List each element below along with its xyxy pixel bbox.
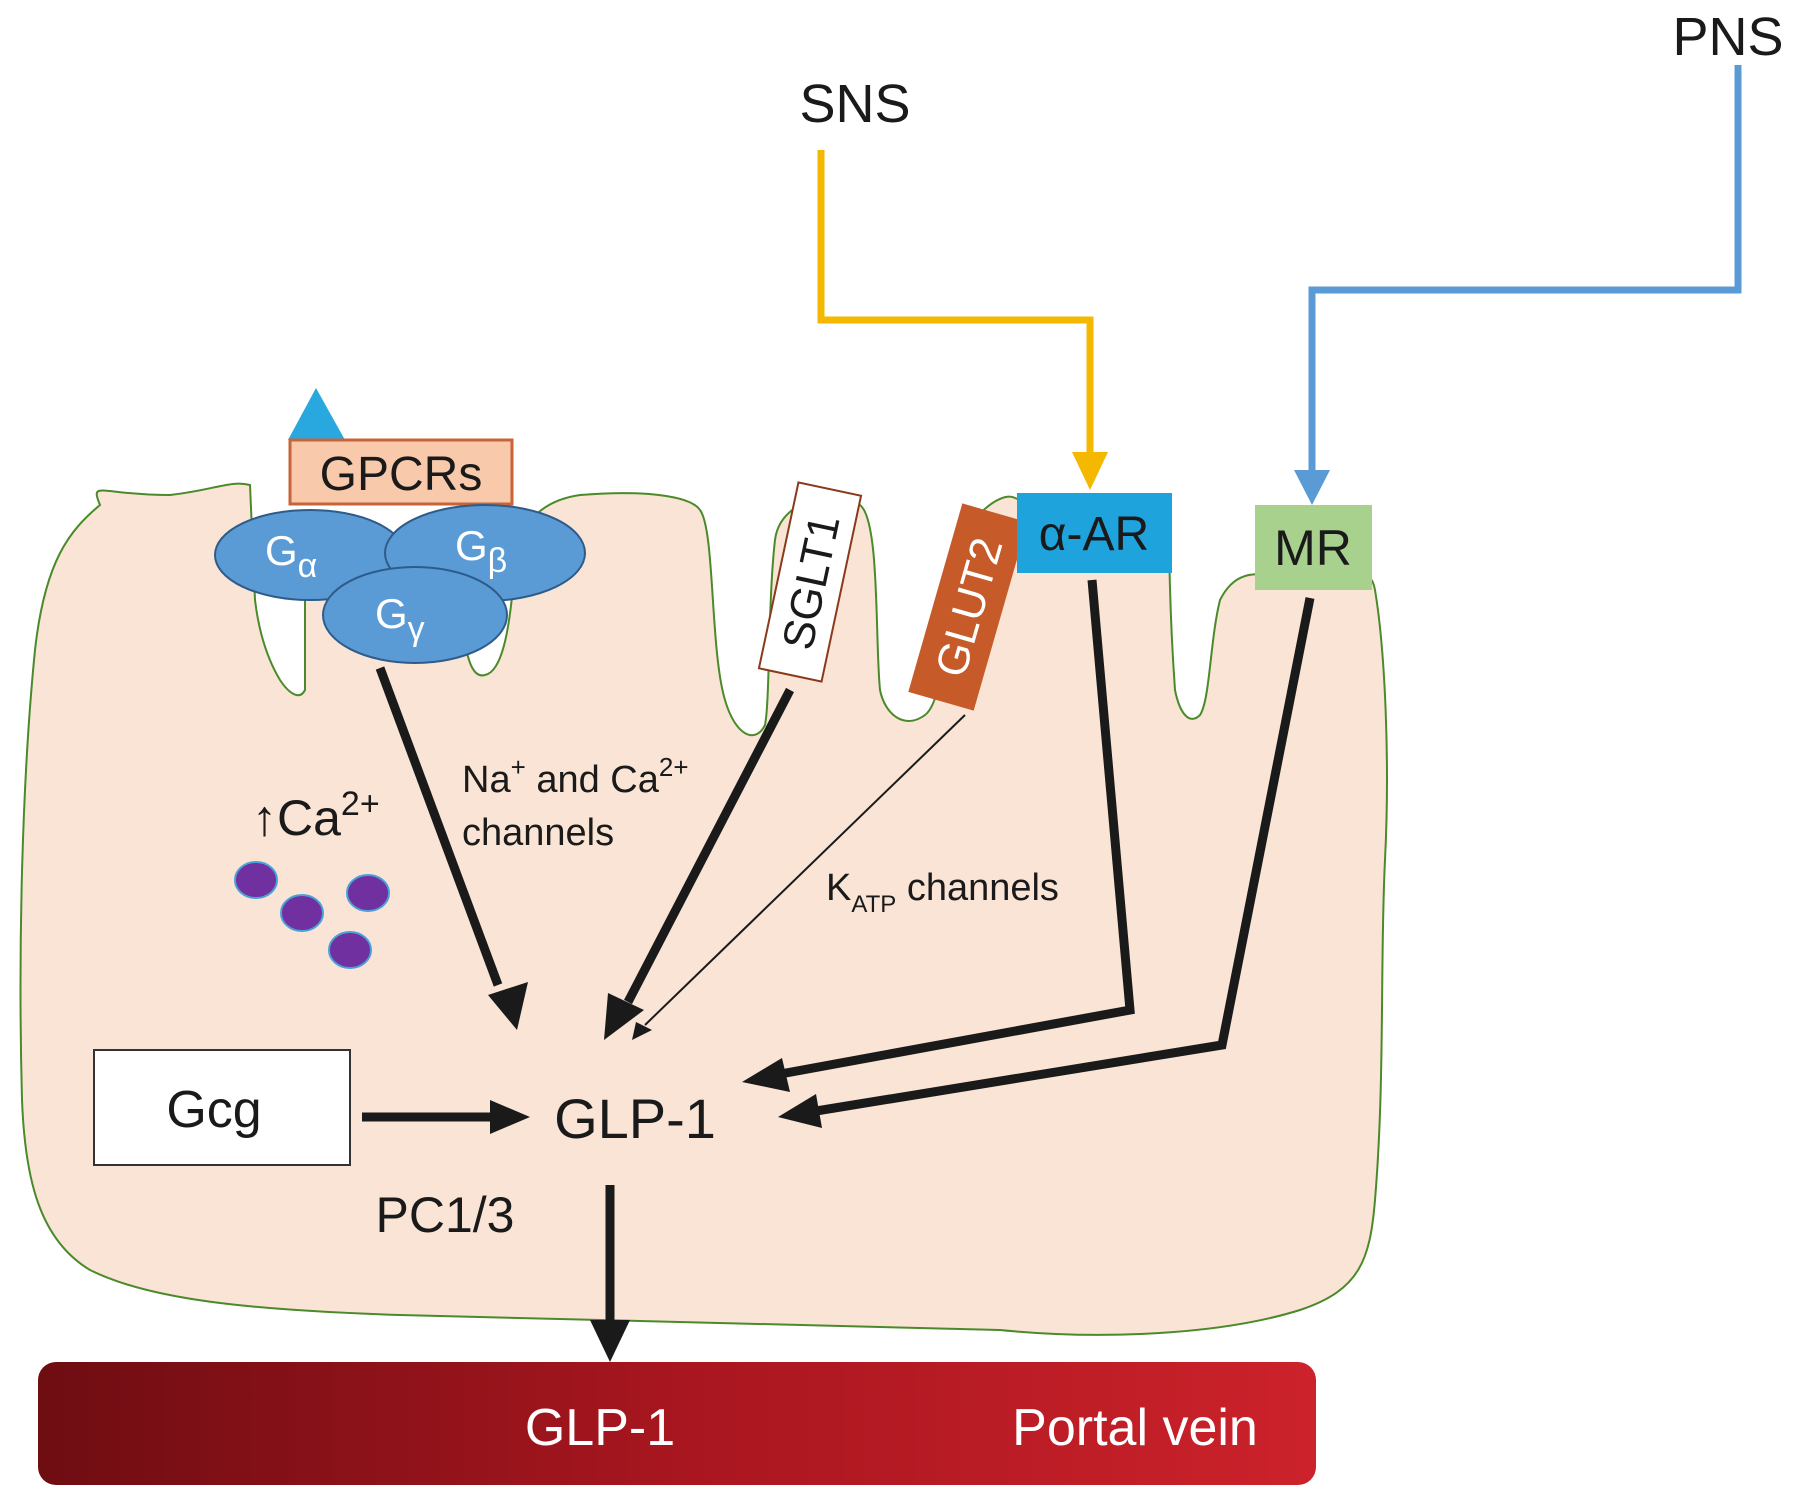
arrowhead-alpha-ar <box>742 1058 790 1092</box>
alpha-ar-to-glp1-arrow <box>774 579 1135 1080</box>
sglt1-to-glp1-arrow <box>624 687 794 1005</box>
arrowhead-glut2 <box>632 1022 652 1040</box>
sns-label: SNS <box>799 74 910 134</box>
arrowheads <box>488 982 822 1362</box>
gprotein-to-glp1-arrow <box>375 666 503 987</box>
gpcrs-box <box>288 438 514 506</box>
portal-vein <box>38 1362 1316 1485</box>
arrowhead-mr <box>778 1094 822 1128</box>
glut2-to-glp1-arrow <box>644 714 966 1026</box>
mr-receptor <box>1255 505 1372 590</box>
arrowhead-vein <box>590 1320 630 1362</box>
alpha-ar-receptor <box>1017 493 1172 573</box>
katp-channels-label: KATP channels <box>826 867 1059 918</box>
granule <box>280 894 324 932</box>
g-gamma-label: Gγ <box>375 590 425 648</box>
granule <box>346 874 390 912</box>
secretory-granules <box>234 861 390 969</box>
enteroendocrine-cell <box>19 482 1388 1336</box>
g-protein-complex: Gα Gβ Gγ <box>214 504 586 664</box>
ligand-triangle-icon <box>288 388 345 440</box>
arrowhead-sglt1 <box>604 993 644 1040</box>
signal-arrows <box>362 579 1315 1325</box>
alpha-ar-label: α-AR <box>1039 508 1149 561</box>
portal-vein-label: Portal vein <box>1012 1399 1258 1457</box>
sns-arrowhead <box>1072 452 1108 490</box>
mr-to-glp1-arrow <box>809 597 1315 1117</box>
gpcrs-label: GPCRs <box>320 448 483 501</box>
g-alpha-label: Gα <box>265 527 317 585</box>
g-beta-label: Gβ <box>455 522 507 580</box>
ca-increase-label: ↑Ca2+ <box>252 785 380 846</box>
granule <box>328 931 372 969</box>
pns-label: PNS <box>1672 7 1783 67</box>
pc13-label: PC1/3 <box>376 1187 515 1243</box>
vein-glp1-label: GLP-1 <box>525 1399 675 1457</box>
granule <box>234 861 278 899</box>
gcg-label: Gcg <box>166 1081 261 1139</box>
arrowhead-gprotein <box>488 982 528 1030</box>
glp1-cell-label: GLP-1 <box>554 1087 716 1150</box>
pns-nerve-line <box>1308 65 1742 480</box>
na-ca-channels-label: Na+ and Ca2+ <box>462 752 689 801</box>
gcg-box <box>93 1049 351 1166</box>
channels-label: channels <box>462 812 614 854</box>
g-gamma-subunit <box>322 566 508 664</box>
mr-label: MR <box>1274 520 1352 576</box>
sns-nerve-line <box>817 150 1094 465</box>
pns-arrowhead <box>1294 470 1330 505</box>
arrowhead-gcg <box>490 1100 530 1134</box>
